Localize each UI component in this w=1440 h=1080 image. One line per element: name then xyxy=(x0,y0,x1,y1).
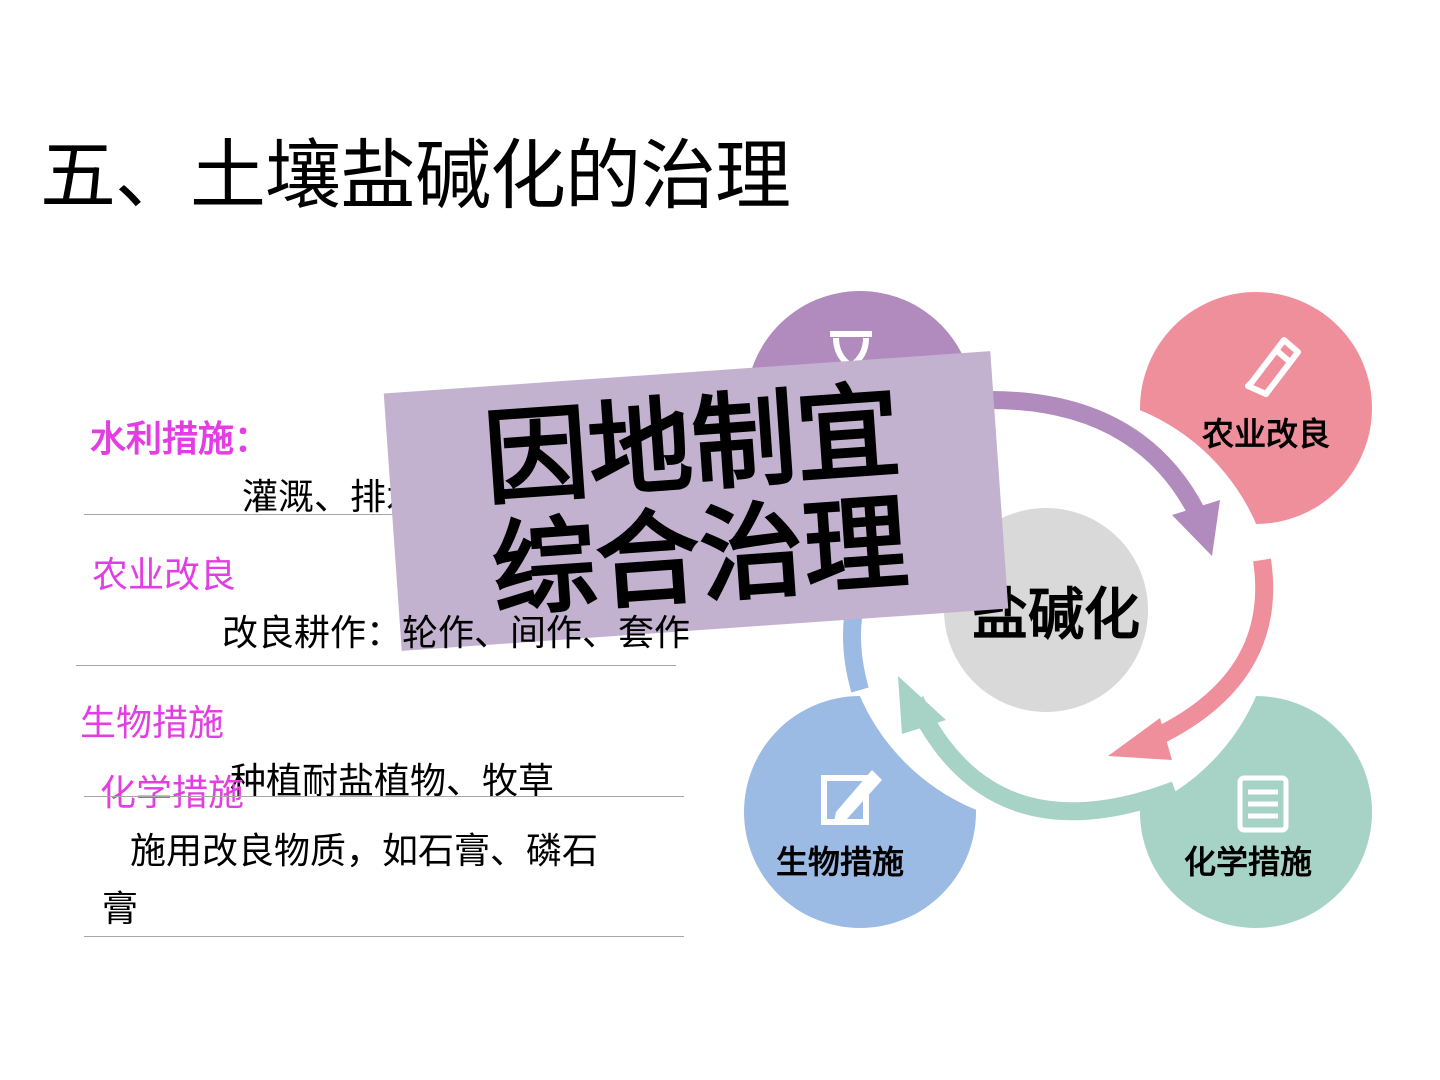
arrow-pink xyxy=(1108,558,1274,760)
agri-measure-detail: 改良耕作：轮作、间作、套作 xyxy=(222,613,691,654)
pencil-icon xyxy=(1245,337,1301,397)
notepad-icon xyxy=(1237,775,1289,833)
bio-measure-label: 生物措施 xyxy=(80,703,225,744)
node-label-agri: 农业改良 xyxy=(1202,415,1331,453)
divider xyxy=(84,796,684,797)
edit-note-icon xyxy=(821,770,882,825)
chem-measure-detail-line2: 膏 xyxy=(102,889,139,930)
page-title: 五、土壤盐碱化的治理 xyxy=(40,131,791,220)
chem-measure-detail-line1: 施用改良物质，如石膏、磷石 xyxy=(130,831,599,872)
agri-measure-label: 农业改良 xyxy=(92,555,237,596)
divider xyxy=(84,514,684,515)
divider xyxy=(76,665,676,666)
arrow-purple xyxy=(989,391,1220,556)
chem-measure-label: 化学措施 xyxy=(100,773,245,814)
banner: 因地制宜 综合治理 xyxy=(383,351,1009,651)
node-label-chem: 化学措施 xyxy=(1184,843,1313,881)
water-measure-label: 水利措施： xyxy=(90,419,271,460)
divider xyxy=(84,936,684,937)
node-label-bio: 生物措施 xyxy=(776,843,905,881)
arrow-teal xyxy=(898,676,1179,821)
bio-measure-detail: 种植耐盐植物、牧草 xyxy=(230,761,555,802)
